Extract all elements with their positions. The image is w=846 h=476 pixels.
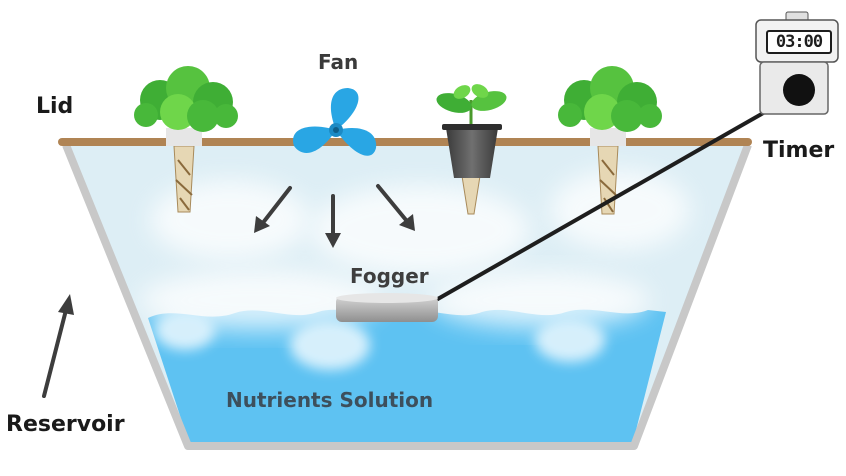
reservoir-wall [62, 143, 752, 450]
airflow-arrows [254, 184, 415, 248]
lid-label: Lid [36, 94, 74, 119]
fan-label: Fan [318, 50, 359, 74]
lid [58, 138, 752, 146]
arrow-icon [376, 184, 415, 231]
lettuce-plant-icon [558, 66, 662, 215]
timer-label: Timer [763, 138, 835, 163]
mist-clouds [140, 170, 690, 370]
fogger-icon [336, 293, 438, 322]
seedling-icon [436, 84, 507, 215]
nutrients-solution-label: Nutrients Solution [226, 388, 434, 412]
reservoir-label: Reservoir [6, 412, 125, 437]
timer-icon [755, 11, 839, 115]
lettuce-plant-icon [134, 66, 238, 213]
fan-icon [293, 88, 377, 156]
fogger-cable [435, 90, 801, 302]
arrow-icon [325, 194, 341, 248]
arrow-icon [42, 294, 74, 398]
fogger-label: Fogger [350, 264, 429, 288]
arrow-icon [254, 186, 292, 233]
timer-display: 03:00 [766, 30, 832, 54]
